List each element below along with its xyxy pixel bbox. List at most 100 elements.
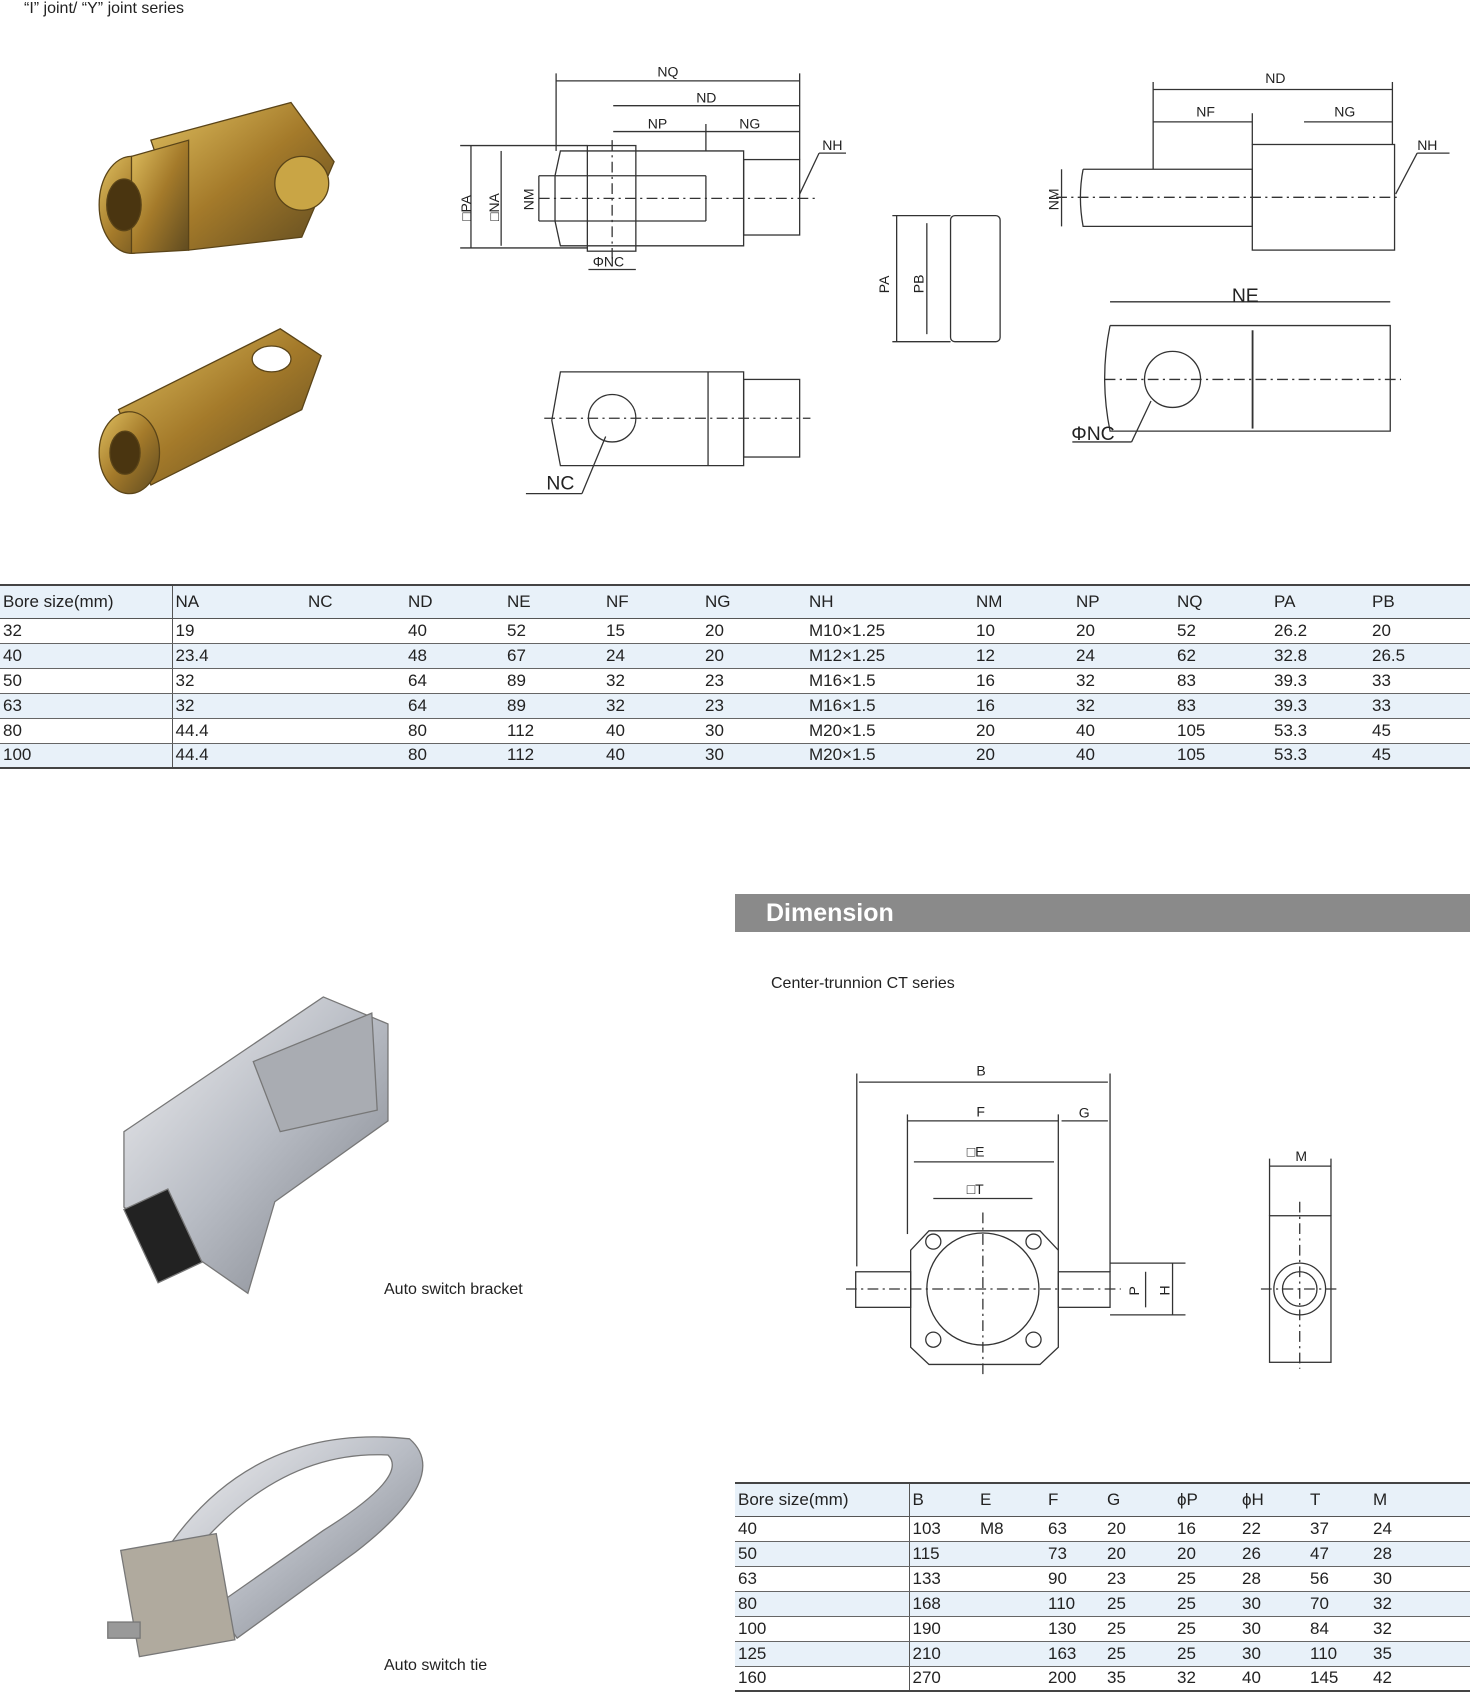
table-cell: [977, 1666, 1045, 1692]
label-nm-2: NM: [1045, 188, 1061, 210]
table-cell: 16: [973, 668, 1073, 694]
column-header: T: [1307, 1482, 1370, 1517]
table-cell: 52: [1174, 618, 1271, 644]
table-cell: [305, 643, 405, 669]
ct-series-title: Center-trunnion CT series: [771, 975, 955, 992]
table-cell: 112: [504, 718, 603, 744]
table-cell: M8: [977, 1516, 1045, 1542]
table-cell: 100: [735, 1616, 910, 1642]
table-cell: 83: [1174, 668, 1271, 694]
label-g: G: [1079, 1105, 1090, 1121]
table-cell: M16×1.5: [806, 668, 973, 694]
table-cell: M16×1.5: [806, 693, 973, 719]
table-cell: 20: [973, 718, 1073, 744]
y-joint-photo: [98, 101, 335, 255]
table-cell: 105: [1174, 718, 1271, 744]
table-cell: 47: [1307, 1541, 1370, 1567]
table-cell: 90: [1045, 1566, 1104, 1592]
table-cell: [977, 1616, 1045, 1642]
label-b: B: [976, 1063, 985, 1079]
table-cell: 40: [1239, 1666, 1307, 1692]
table-cell: 168: [909, 1591, 977, 1617]
table-cell: 30: [1370, 1566, 1470, 1592]
column-header: ND: [405, 584, 504, 619]
bracket-caption: Auto switch bracket: [384, 1281, 523, 1298]
table-cell: 23: [702, 693, 806, 719]
label-np: NP: [648, 115, 667, 131]
table-cell: 40: [0, 643, 173, 669]
table-cell: 115: [909, 1541, 977, 1567]
column-header: E: [977, 1482, 1045, 1517]
ct-side-drawing: [1260, 1158, 1339, 1369]
y-joint-drawing: [460, 73, 847, 271]
ct-front-drawing: [846, 1073, 1186, 1375]
auto-switch-bracket-photo: [123, 996, 389, 1295]
table-cell: 30: [702, 743, 806, 769]
table-cell: 35: [1104, 1666, 1174, 1692]
label-m: M: [1295, 1148, 1307, 1164]
table-cell: 53.3: [1271, 743, 1369, 769]
column-header: NC: [305, 584, 405, 619]
table-cell: 24: [603, 643, 702, 669]
table-cell: 32: [0, 618, 173, 644]
table-cell: 56: [1307, 1566, 1370, 1592]
column-header: B: [909, 1482, 977, 1517]
table-cell: 20: [702, 643, 806, 669]
column-header: M: [1370, 1482, 1470, 1517]
table-cell: 83: [1174, 693, 1271, 719]
table-cell: 53.3: [1271, 718, 1369, 744]
table-cell: 28: [1239, 1566, 1307, 1592]
table-cell: 20: [973, 743, 1073, 769]
column-header: NG: [702, 584, 806, 619]
table-cell: M20×1.5: [806, 743, 973, 769]
table-cell: 35: [1370, 1641, 1470, 1667]
column-header: NE: [504, 584, 603, 619]
table-cell: [977, 1591, 1045, 1617]
table-cell: 52: [504, 618, 603, 644]
table-cell: 33: [1369, 668, 1470, 694]
column-header: Bore size(mm): [0, 584, 173, 619]
table-cell: [977, 1566, 1045, 1592]
label-p: P: [1126, 1286, 1142, 1295]
table-cell: 73: [1045, 1541, 1104, 1567]
table-cell: 15: [603, 618, 702, 644]
label-nd: ND: [696, 89, 716, 105]
table-cell: 12: [973, 643, 1073, 669]
i-joint-drawing: [525, 371, 811, 495]
label-pa: PA: [876, 275, 892, 293]
label-nf: NF: [1196, 103, 1215, 119]
table-cell: 84: [1307, 1616, 1370, 1642]
table-cell: 40: [1073, 743, 1174, 769]
table-cell: 145: [1307, 1666, 1370, 1692]
table-cell: [305, 718, 405, 744]
table-cell: 80: [735, 1591, 910, 1617]
table-cell: 10: [973, 618, 1073, 644]
table-cell: 16: [973, 693, 1073, 719]
label-nh-2: NH: [1417, 137, 1437, 153]
table-cell: 26.5: [1369, 643, 1470, 669]
table-cell: 40: [405, 618, 504, 644]
table-cell: [977, 1541, 1045, 1567]
table-cell: 163: [1045, 1641, 1104, 1667]
table-cell: 50: [0, 668, 173, 694]
table-cell: 130: [1045, 1616, 1104, 1642]
table-cell: 80: [0, 718, 173, 744]
table-cell: 22: [1239, 1516, 1307, 1542]
table-cell: 26.2: [1271, 618, 1369, 644]
tie-caption: Auto switch tie: [384, 1657, 488, 1674]
table-cell: 32.8: [1271, 643, 1369, 669]
table-cell: 25: [1104, 1591, 1174, 1617]
table-cell: 32: [172, 668, 305, 694]
table-cell: 42: [1370, 1666, 1470, 1692]
label-nh: NH: [822, 137, 842, 153]
label-h: H: [1156, 1285, 1172, 1295]
table-cell: M10×1.25: [806, 618, 973, 644]
table-cell: 125: [735, 1641, 910, 1667]
column-header: Bore size(mm): [735, 1482, 910, 1517]
table-cell: 24: [1073, 643, 1174, 669]
table-cell: 32: [1174, 1666, 1239, 1692]
